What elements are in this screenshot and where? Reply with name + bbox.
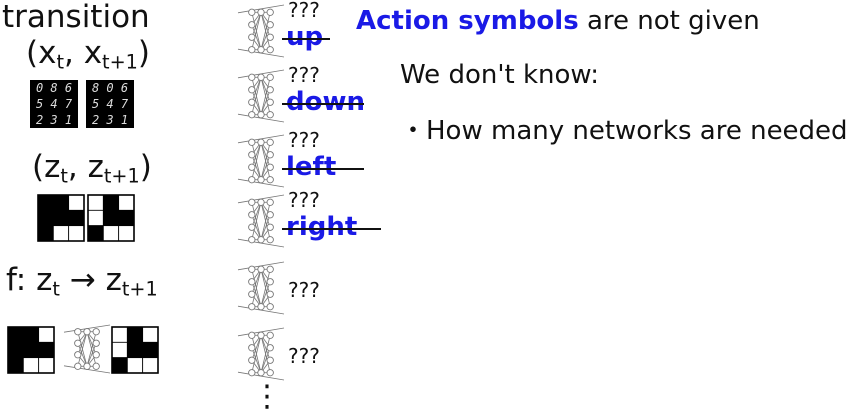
unknown-mark: ??? bbox=[288, 63, 320, 87]
strikethrough-line bbox=[282, 103, 364, 105]
action-label-left: left bbox=[286, 152, 337, 182]
unknown-mark: ??? bbox=[288, 278, 320, 302]
unknown-mark: ??? bbox=[288, 344, 320, 368]
neural-network-icon bbox=[63, 324, 111, 374]
binary-grid-t bbox=[37, 194, 85, 242]
neural-network-icon bbox=[237, 69, 285, 123]
function-label: f: zt → zt+1 bbox=[6, 262, 158, 301]
ellipsis: ⋮ bbox=[252, 379, 282, 414]
neural-network-icon bbox=[237, 261, 285, 315]
unknown-mark: ??? bbox=[288, 188, 320, 212]
unknown-mark: ??? bbox=[288, 0, 320, 22]
strikethrough-line bbox=[282, 228, 381, 230]
strikethrough-line bbox=[282, 38, 330, 40]
binary-grid-input bbox=[7, 326, 55, 374]
neural-network-icon bbox=[237, 194, 285, 248]
neural-network-icon bbox=[237, 327, 285, 381]
action-label-down: down bbox=[286, 87, 366, 117]
unknown-mark: ??? bbox=[288, 128, 320, 152]
strikethrough-line bbox=[282, 168, 364, 170]
z-pair-label: (zt, zt+1) bbox=[32, 149, 152, 188]
transition-title: transition bbox=[2, 0, 150, 35]
bullet-networks-needed: ・How many networks are needed bbox=[400, 116, 848, 146]
action-label-up: up bbox=[286, 22, 324, 52]
action-symbols-highlight: Action symbols bbox=[356, 6, 579, 36]
action-label-right: right bbox=[286, 212, 358, 242]
headline: Action symbols are not given bbox=[356, 6, 760, 36]
binary-grid-t1 bbox=[87, 194, 135, 242]
neural-network-icon bbox=[237, 4, 285, 58]
dont-know-heading: We don't know: bbox=[400, 60, 599, 90]
x-pair-label: (xt, xt+1) bbox=[26, 35, 150, 74]
neural-network-icon bbox=[237, 134, 285, 188]
binary-grid-output bbox=[111, 326, 159, 374]
